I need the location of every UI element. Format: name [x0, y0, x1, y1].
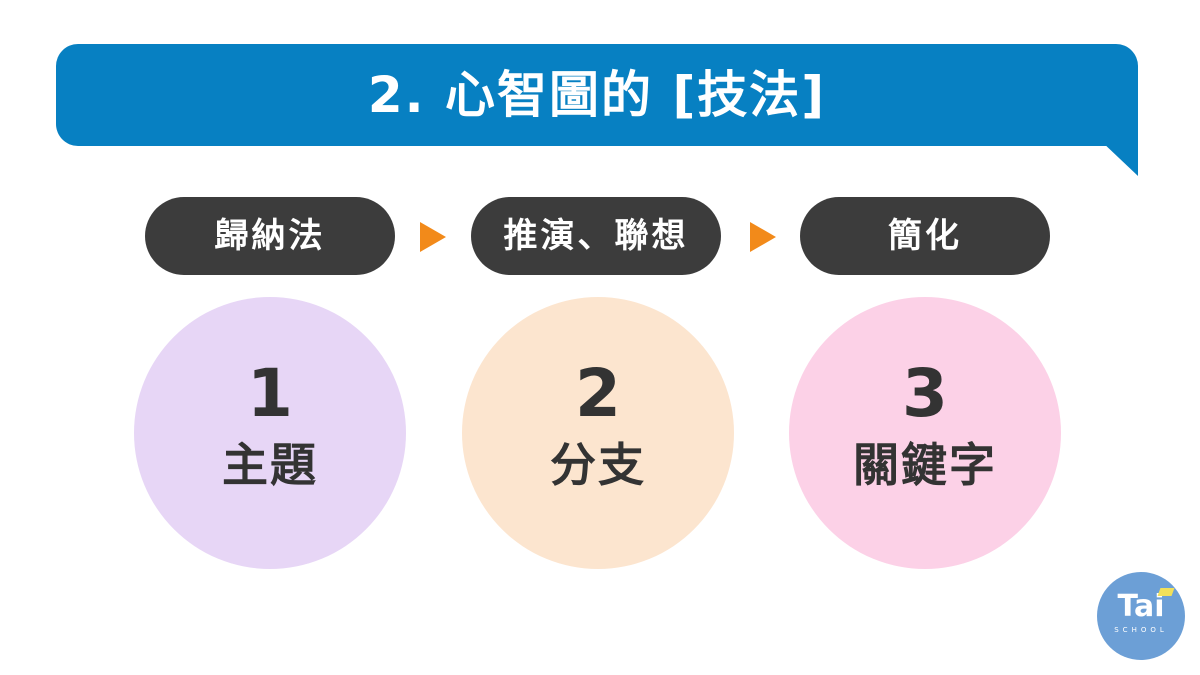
step-number: 1: [247, 355, 293, 432]
step-circle-3: 3 關鍵字: [789, 297, 1061, 569]
step-pill-2: 推演、聯想: [471, 197, 721, 275]
arrow-right-icon: [750, 222, 776, 252]
logo-sub: SCHOOL: [1114, 626, 1168, 634]
step-pill-3: 簡化: [800, 197, 1050, 275]
step-number: 3: [902, 355, 948, 432]
step-pill-1: 歸納法: [145, 197, 395, 275]
title-banner: [56, 44, 1138, 146]
graduation-cap-icon: [1157, 588, 1175, 596]
step-label: 分支: [550, 438, 646, 492]
step-label: 關鍵字: [853, 438, 997, 492]
step-label: 主題: [222, 438, 318, 492]
arrow-right-icon: [420, 222, 446, 252]
step-circle-1: 1 主題: [134, 297, 406, 569]
step-circle-2: 2 分支: [462, 297, 734, 569]
step-number: 2: [575, 355, 621, 432]
page-title: 2. 心智圖的 [技法]: [367, 66, 827, 124]
logo-name: Tai: [1117, 589, 1165, 624]
banner-tail: [1100, 140, 1138, 176]
tai-school-logo: Tai SCHOOL: [1097, 572, 1185, 660]
